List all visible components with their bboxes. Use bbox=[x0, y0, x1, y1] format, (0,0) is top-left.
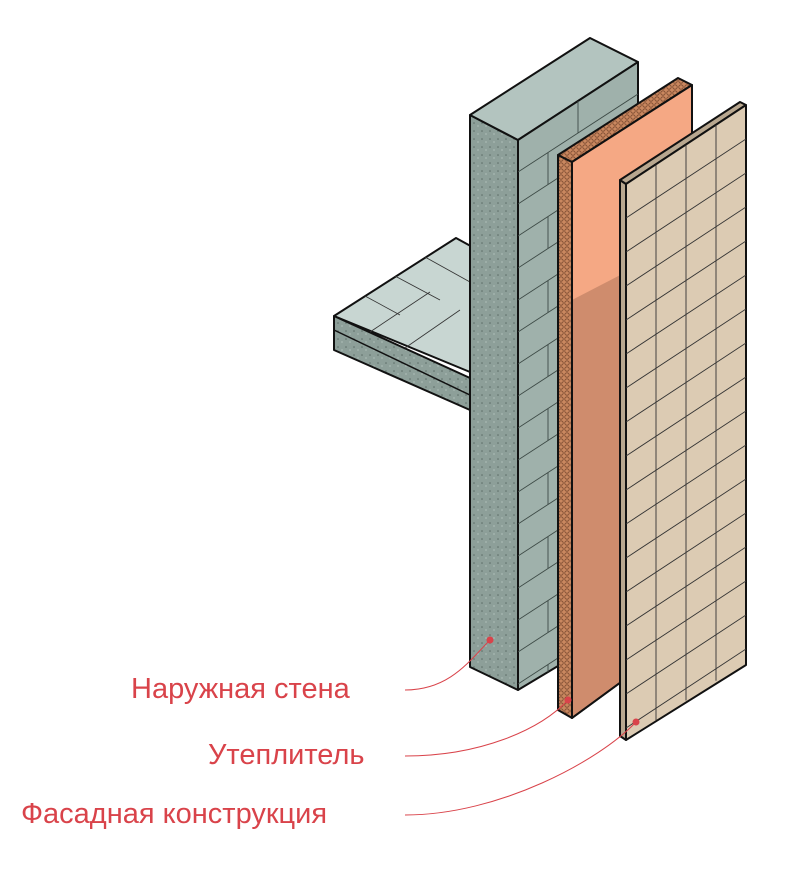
facade-marker-dot bbox=[632, 718, 640, 726]
grid-line bbox=[626, 342, 746, 423]
label-insulation: Утеплитель bbox=[208, 739, 365, 771]
grid-line bbox=[626, 206, 746, 287]
grid-line bbox=[626, 138, 746, 219]
grid-line bbox=[626, 410, 746, 491]
grid-line bbox=[626, 546, 746, 627]
grid-line bbox=[626, 308, 746, 389]
grid-line bbox=[626, 580, 746, 661]
grid-line bbox=[626, 274, 746, 355]
grid-line bbox=[626, 512, 746, 593]
grid-line bbox=[626, 444, 746, 525]
facade-panel bbox=[619, 101, 747, 741]
wall-marker-dot bbox=[486, 636, 494, 644]
grid-line bbox=[626, 478, 746, 559]
grid-line bbox=[626, 614, 746, 695]
grid-line bbox=[626, 240, 746, 321]
grid-line bbox=[626, 648, 746, 729]
label-facade: Фасадная конструкция bbox=[21, 798, 328, 830]
grid-line bbox=[626, 376, 746, 457]
leader-lines bbox=[404, 639, 637, 816]
grid-line bbox=[626, 172, 746, 253]
insulation-marker-dot bbox=[564, 696, 572, 704]
label-exterior-wall: Наружная стена bbox=[131, 673, 350, 705]
